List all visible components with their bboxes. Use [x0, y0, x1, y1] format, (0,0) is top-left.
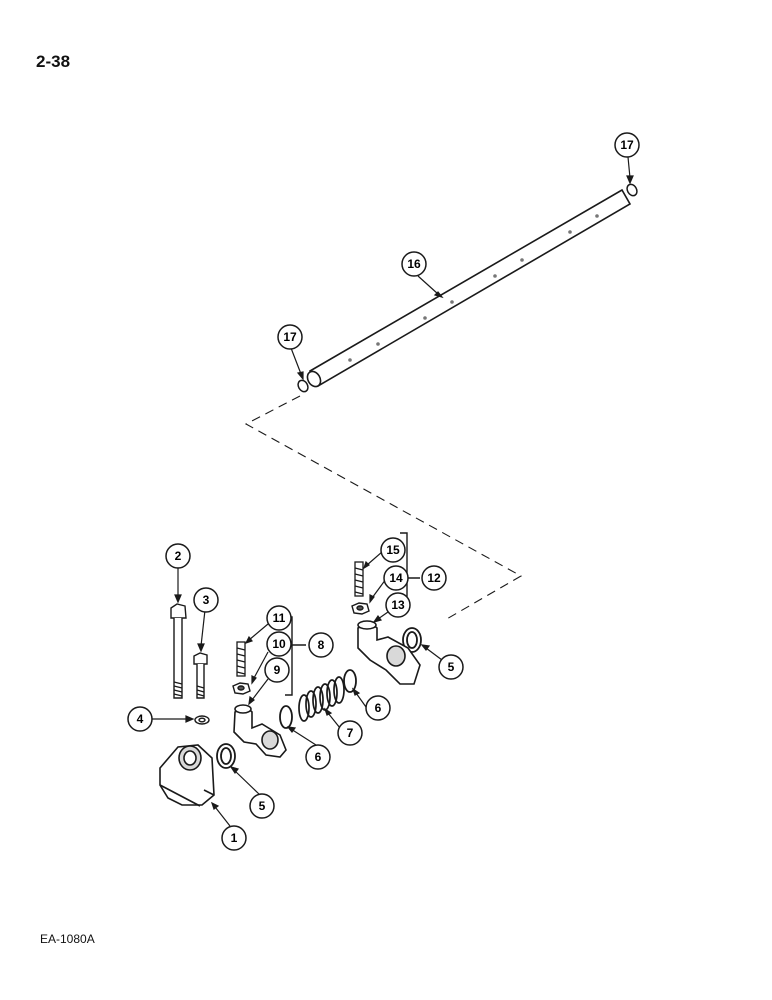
callout-6-right-label: 6	[375, 701, 382, 715]
lock-nut-left	[232, 682, 251, 695]
callout-13-label: 13	[391, 598, 405, 612]
callout-5-left-label: 5	[259, 799, 266, 813]
callout-4: 4	[127, 706, 153, 732]
callout-1: 1	[221, 825, 247, 851]
callout-8-label: 8	[318, 638, 325, 652]
alignment-dashed-line	[244, 395, 523, 621]
callout-15: 15	[380, 537, 406, 563]
callout-3-label: 3	[203, 593, 210, 607]
callout-17-left-label: 17	[283, 330, 297, 344]
callout-10-label: 10	[272, 637, 286, 651]
callout-17-right: 17	[614, 132, 640, 158]
callout-17-left: 17	[277, 324, 303, 350]
callout-8: 8	[308, 632, 334, 658]
callout-3: 3	[193, 587, 219, 613]
callout-16-label: 16	[407, 257, 421, 271]
spacer-ring-right	[402, 627, 422, 653]
callout-15-label: 15	[386, 543, 400, 557]
callout-2-label: 2	[175, 549, 182, 563]
callout-1-label: 1	[231, 831, 238, 845]
rocker-shaft	[306, 188, 632, 388]
callout-5-left: 5	[249, 793, 275, 819]
rocker-shaft-support	[159, 744, 215, 807]
callout-17-right-label: 17	[620, 138, 634, 152]
callout-16: 16	[401, 251, 427, 277]
callout-6-right: 6	[365, 695, 391, 721]
adjusting-screw-left	[236, 641, 246, 677]
callout-9: 9	[264, 657, 290, 683]
adjusting-screw-right	[354, 561, 364, 597]
rocker-arm-right	[357, 620, 421, 685]
callout-5-right-label: 5	[448, 660, 455, 674]
rocker-arm-left	[233, 704, 287, 758]
callout-13: 13	[385, 592, 411, 618]
callout-7: 7	[337, 720, 363, 746]
callout-4-label: 4	[137, 712, 144, 726]
shaft-plug-left	[297, 379, 309, 393]
callout-12: 12	[421, 565, 447, 591]
callout-14-label: 14	[389, 571, 403, 585]
callout-10: 10	[266, 631, 292, 657]
washer-left	[279, 705, 293, 729]
figure-code: EA-1080A	[40, 932, 95, 946]
callout-6-left-label: 6	[315, 750, 322, 764]
page-number: 2-38	[36, 52, 71, 71]
callout-6-left: 6	[305, 744, 331, 770]
lock-washer	[194, 715, 210, 725]
bolt-short	[193, 652, 208, 699]
callout-14: 14	[383, 565, 409, 591]
lock-nut-right	[351, 602, 370, 615]
callout-11-label: 11	[273, 611, 286, 625]
callout-5-right: 5	[438, 654, 464, 680]
callout-2: 2	[165, 543, 191, 569]
callout-11: 11	[266, 605, 292, 631]
spacer-ring-left	[216, 743, 236, 769]
callout-9-label: 9	[274, 663, 281, 677]
callout-7-label: 7	[347, 726, 354, 740]
group-bracket-left	[285, 616, 306, 696]
rocker-spring	[298, 676, 345, 722]
shaft-plug-right	[626, 183, 638, 197]
leader-lines	[152, 156, 634, 827]
callout-12-label: 12	[427, 571, 441, 585]
washer-right	[343, 669, 357, 693]
bolt-long	[170, 603, 187, 699]
